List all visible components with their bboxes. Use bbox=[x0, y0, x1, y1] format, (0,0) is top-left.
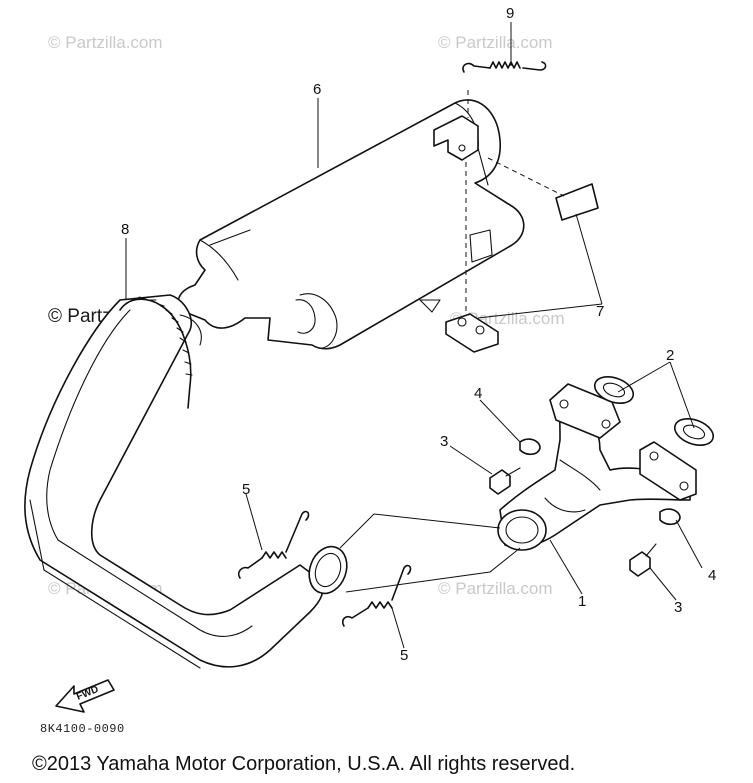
watermark: © Partzilla.com bbox=[438, 579, 553, 598]
exhaust-pipe-outlet bbox=[308, 545, 348, 595]
leader-line bbox=[391, 607, 405, 649]
callout-9: 9 bbox=[506, 5, 514, 22]
callout-3: 3 bbox=[674, 599, 682, 616]
leader-line bbox=[675, 519, 703, 569]
lock-washer bbox=[519, 438, 541, 456]
copyright-text: ©2013 Yamaha Motor Corporation, U.S.A. A… bbox=[32, 753, 575, 775]
leader-line bbox=[339, 513, 501, 549]
lock-washer bbox=[659, 508, 681, 526]
exhaust-pipe bbox=[24, 294, 324, 669]
diagram-code: 8K4100-0090 bbox=[40, 722, 125, 736]
watermark: © Partzilla.com bbox=[438, 33, 553, 52]
leader-line bbox=[477, 303, 603, 319]
gasket-upper bbox=[593, 376, 635, 404]
leader-line bbox=[487, 157, 565, 197]
muffler-bracket-lower bbox=[445, 313, 499, 353]
leader-line bbox=[449, 445, 493, 475]
muffler-bracket-upper bbox=[433, 115, 479, 161]
spring bbox=[237, 510, 310, 579]
callout-5: 5 bbox=[242, 481, 250, 498]
callout-4: 4 bbox=[708, 567, 716, 584]
spring-top bbox=[462, 61, 547, 73]
callout-8: 8 bbox=[121, 221, 129, 238]
heat-protector-coil bbox=[125, 296, 193, 376]
damper-pad bbox=[555, 183, 599, 221]
gasket-lower bbox=[673, 418, 715, 446]
callout-3: 3 bbox=[440, 433, 448, 450]
callout-7: 7 bbox=[596, 303, 604, 320]
callout-4: 4 bbox=[474, 385, 482, 402]
bolt bbox=[489, 467, 521, 495]
leader-line bbox=[549, 539, 583, 595]
callout-1: 1 bbox=[578, 593, 586, 610]
leader-line bbox=[345, 547, 521, 593]
callout-6: 6 bbox=[313, 81, 321, 98]
leader-line bbox=[479, 399, 521, 443]
exhaust-joint bbox=[497, 383, 697, 551]
leader-line bbox=[649, 567, 677, 601]
leader-line bbox=[575, 213, 603, 305]
leader-line bbox=[617, 361, 695, 429]
callout-2: 2 bbox=[666, 347, 674, 364]
leader-line bbox=[245, 493, 263, 551]
watermark: © Partzilla.com bbox=[48, 33, 163, 52]
forward-arrow-icon: FWD bbox=[55, 679, 115, 713]
spring bbox=[341, 564, 412, 627]
callout-5: 5 bbox=[400, 647, 408, 664]
muffler bbox=[177, 99, 525, 350]
